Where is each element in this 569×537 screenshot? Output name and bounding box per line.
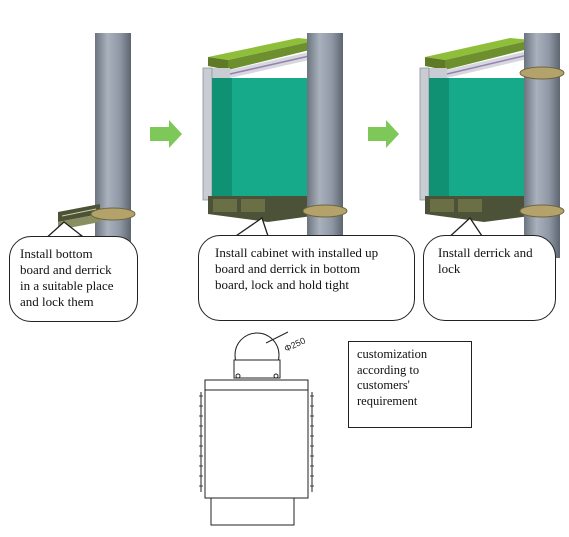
step-2-illustration — [202, 33, 348, 258]
cabinet-2 — [202, 38, 319, 222]
callout-step-2-text: Install cabinet with installed up board … — [215, 245, 379, 292]
clamp-drawing — [233, 359, 281, 379]
cabinet-top-3 — [425, 38, 532, 60]
callout-step-3: Install derrick and lock — [423, 235, 556, 321]
callout-step-2: Install cabinet with installed up board … — [198, 235, 415, 321]
callout-step-1: Install bottom board and derrick in a su… — [9, 236, 138, 322]
side-ticks — [199, 395, 314, 487]
cabinet-side-2 — [202, 67, 213, 201]
diameter-label: Φ250 — [283, 335, 307, 353]
clamp-3-top — [519, 66, 565, 80]
top-view-drawing — [199, 331, 314, 526]
pole-1 — [95, 33, 131, 258]
cabinet-side-3 — [419, 67, 430, 201]
clamp-1 — [90, 207, 136, 221]
customization-note: customization according to customers' re… — [348, 341, 472, 428]
arrow-step-2-to-3 — [368, 120, 399, 148]
step-3-illustration — [419, 33, 565, 258]
cabinet-top-2 — [208, 38, 318, 60]
clamp-2 — [302, 204, 348, 218]
step-1-illustration — [58, 33, 136, 258]
cabinet-3 — [419, 38, 533, 222]
pedestal-outline — [210, 497, 295, 526]
clamp-3-bottom — [519, 204, 565, 218]
cabinet-outline — [204, 379, 309, 499]
arrow-step-1-to-2 — [150, 120, 182, 148]
callout-step-3-text: Install derrick and lock — [438, 245, 533, 276]
callout-step-1-text: Install bottom board and derrick in a su… — [20, 246, 114, 309]
pole-2 — [307, 33, 343, 258]
